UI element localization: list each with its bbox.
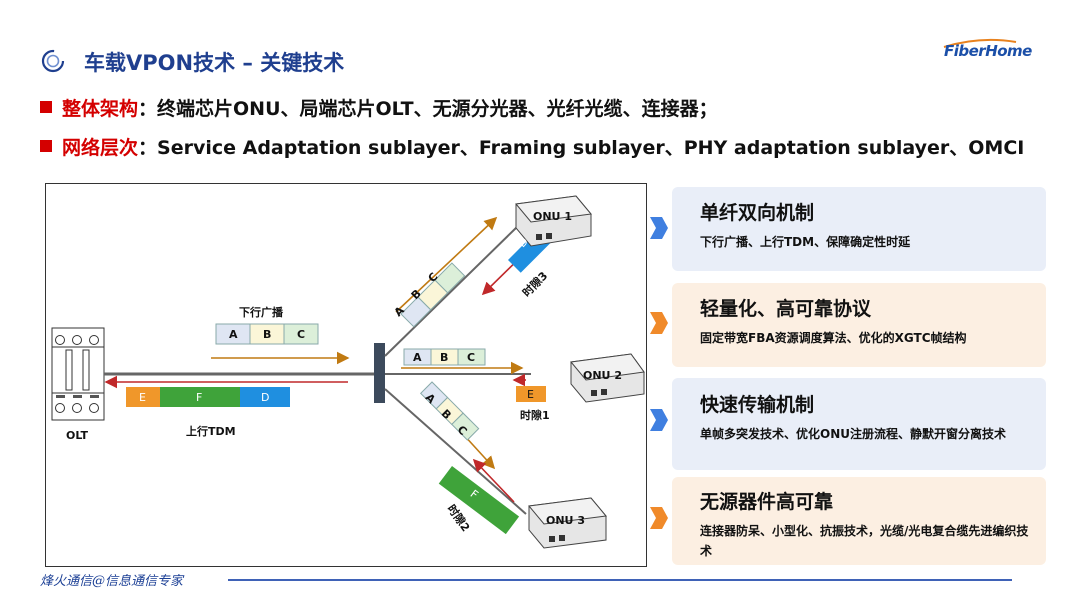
packet-e <box>516 386 546 402</box>
onu2-device <box>570 353 645 403</box>
chevron-right-icon <box>650 409 668 431</box>
card-desc: 单帧多突发技术、优化ONU注册流程、静默开窗分离技术 <box>700 427 1006 441</box>
packet-b-label: B <box>263 328 272 341</box>
chevron-right-icon <box>650 312 668 334</box>
card-desc: 固定带宽FBA资源调度算法、优化的XGTC帧结构 <box>700 331 967 345</box>
chevron-right-icon <box>650 217 668 239</box>
packet-group-onu1 <box>400 262 466 328</box>
bullet-key: 网络层次 <box>62 137 139 159</box>
onu1-label: ONU 1 <box>533 210 572 223</box>
splitter <box>374 343 385 403</box>
olt-label: OLT <box>66 429 89 442</box>
packet-a-label: A <box>413 351 422 364</box>
footer-divider <box>228 579 1012 581</box>
packet-a-label: A <box>229 328 238 341</box>
card-desc: 下行广播、上行TDM、保障确定性时延 <box>700 235 911 249</box>
packet-c-label: C <box>467 351 476 364</box>
downstream-arrow-onu1 <box>395 216 498 313</box>
onu2-label: ONU 2 <box>583 369 622 382</box>
packet-e <box>126 387 160 407</box>
packet-group-onu3 <box>419 381 480 441</box>
bullet-key: 整体架构 <box>62 98 139 120</box>
card-title: 轻量化、高可靠协议 <box>700 298 872 320</box>
bullet-text: ：Service Adaptation sublayer、Framing sub… <box>138 137 1025 159</box>
packet-b-label: B <box>440 351 449 364</box>
card-lightweight-protocol: 轻量化、高可靠协议 固定带宽FBA资源调度算法、优化的XGTC帧结构 <box>672 283 1046 367</box>
packet-e-label: E <box>527 388 534 401</box>
card-title: 快速传输机制 <box>700 394 815 416</box>
pon-diagram-graphics <box>51 195 645 549</box>
downstream-label: 下行广播 <box>239 306 283 319</box>
bullet-marker <box>40 140 52 152</box>
packet-d-label: D <box>261 391 270 404</box>
card-title: 无源器件高可靠 <box>700 491 834 513</box>
page-title: 车载VPON技术 – 关键技术 <box>84 51 345 75</box>
packet-f <box>160 387 240 407</box>
onu1-device <box>515 195 592 247</box>
brand-logo: FiberHome <box>944 42 1032 60</box>
bullet-marker <box>40 101 52 113</box>
logo-ring-icon <box>41 49 65 73</box>
packet-e-label: E <box>139 391 146 404</box>
bullet-architecture: 整体架构：终端芯片ONU、局端芯片OLT、无源分光器、光纤光缆、连接器； <box>62 94 718 121</box>
card-single-fiber: 单纤双向机制 下行广播、上行TDM、保障确定性时延 <box>672 187 1046 271</box>
card-title: 单纤双向机制 <box>700 202 815 224</box>
upstream-arrow-onu3 <box>472 458 515 503</box>
bullet-layers: 网络层次：Service Adaptation sublayer、Framing… <box>62 133 1024 160</box>
bullet-text: ：终端芯片ONU、局端芯片OLT、无源分光器、光纤光缆、连接器； <box>138 98 718 120</box>
onu3-label: ONU 3 <box>546 514 585 527</box>
packet-c <box>283 323 319 345</box>
card-passive-reliability: 无源器件高可靠 连接器防呆、小型化、抗振技术，光缆/光电复合缆先进编织技术 <box>672 477 1046 565</box>
packet-c <box>457 348 486 366</box>
brand-swoosh-icon <box>943 38 1017 48</box>
olt-device <box>51 327 105 421</box>
slot1-label: 时隙1 <box>520 409 550 422</box>
branch-fiber-onu1 <box>384 225 519 357</box>
branch-fiber-onu3 <box>384 388 527 515</box>
footer-slogan: 烽火通信@信息通信专家 <box>40 574 184 589</box>
packet-c-label: C <box>297 328 306 341</box>
pon-diagram: OLT ONU 1 ONU 2 ONU 3 下行广播 上行TDM A B C E… <box>45 183 647 567</box>
chevron-right-icon <box>650 507 668 529</box>
packet-f-onu3 <box>438 466 520 535</box>
upstream-label: 上行TDM <box>186 425 236 438</box>
card-fast-transmission: 快速传输机制 单帧多突发技术、优化ONU注册流程、静默开窗分离技术 <box>672 378 1046 470</box>
card-desc: 连接器防呆、小型化、抗振技术，光缆/光电复合缆先进编织技术 <box>700 524 1029 558</box>
onu3-device <box>528 497 607 549</box>
packet-f-label: F <box>196 391 203 404</box>
packet-d <box>240 387 290 407</box>
